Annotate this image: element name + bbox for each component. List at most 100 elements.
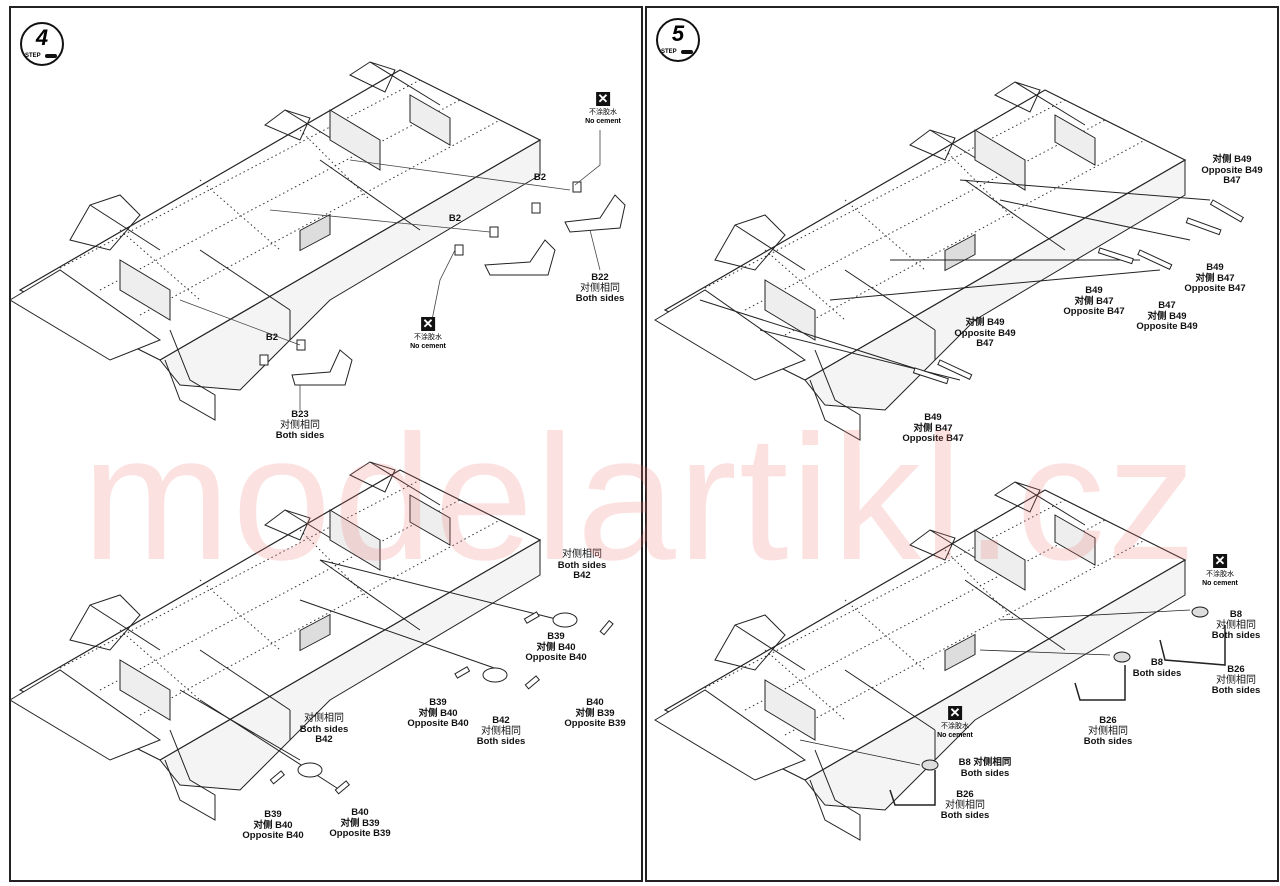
label-text: Opposite B47 xyxy=(902,433,964,444)
label-text: 对侧 B39 xyxy=(340,817,380,829)
label-text: B26 xyxy=(1227,664,1245,675)
part-label-b2: B2 xyxy=(448,213,462,225)
label-text: Opposite B40 xyxy=(407,718,469,729)
label-text: Both sides xyxy=(557,559,607,571)
hand-icon xyxy=(45,54,57,58)
x-box-icon: ✕ xyxy=(595,91,610,106)
label-text: Opposite B47 xyxy=(1184,283,1246,294)
label-text: Opposite B49 xyxy=(954,327,1016,339)
label-text: B49 xyxy=(924,412,942,423)
label-text: B47 xyxy=(1223,175,1241,186)
no-cement-cn: 不涂胶水 xyxy=(588,109,617,116)
label-text: Both sides xyxy=(476,736,526,747)
step-5-badge: 5 STEP xyxy=(656,18,700,62)
label-text: B39 xyxy=(264,809,282,820)
label-text: B42 xyxy=(573,570,591,581)
label-text: Both sides xyxy=(275,430,325,441)
label-text: B26 xyxy=(1099,715,1117,726)
label-text: Both sides xyxy=(575,293,625,304)
x-box-icon: ✕ xyxy=(1212,553,1227,568)
label-text: 对侧相同 xyxy=(481,725,521,737)
label-text: Both sides xyxy=(940,810,990,821)
label-text: B23 xyxy=(291,409,309,420)
label-text: 对侧 B47 xyxy=(1195,272,1235,284)
label-text: Opposite B47 xyxy=(1063,306,1125,317)
chassis-step5-bottom xyxy=(654,481,1186,841)
label-text: Both sides xyxy=(299,723,349,735)
label-text: B2 xyxy=(265,332,279,343)
label-text: B49 xyxy=(1085,285,1103,296)
label-text: Both sides xyxy=(960,767,1010,779)
chassis-step4-bottom xyxy=(9,461,541,821)
label-text: 对侧相同 xyxy=(580,282,620,294)
label-text: 对侧 B40 xyxy=(536,641,576,653)
label-text: 对侧 B40 xyxy=(418,707,458,719)
label-text: 对侧 B49 xyxy=(965,317,1005,328)
label-text: Both sides xyxy=(1211,630,1261,641)
label-text: B2 xyxy=(448,213,462,224)
step-label: STEP xyxy=(25,53,41,59)
chassis-step4-top xyxy=(9,61,541,421)
label-text: B8 xyxy=(1229,609,1243,620)
label-text: B40 xyxy=(586,697,604,708)
label-text: 对侧 B49 xyxy=(1147,310,1187,322)
label-text: B49 xyxy=(1206,262,1224,273)
label-text: 对侧相同 xyxy=(945,799,985,811)
label-text: Opposite B49 xyxy=(1136,321,1198,332)
label-text: 对侧相同 xyxy=(562,549,602,560)
label-text: 对侧相同 xyxy=(304,713,344,724)
step-4-badge: 4 STEP xyxy=(20,22,64,66)
no-cement-cn: 不涂胶水 xyxy=(940,723,969,730)
label-text: 对侧 B49 xyxy=(1212,154,1252,165)
label-text: 对侧 B47 xyxy=(1074,295,1114,307)
chassis-step5-top xyxy=(654,81,1186,441)
no-cement-note: ✕ 不涂胶水 No cement xyxy=(1202,554,1238,588)
label-text: 对侧 B47 xyxy=(913,422,953,434)
label-text: B2 xyxy=(533,172,547,183)
label-text: B26 xyxy=(956,789,974,800)
step-number: 5 xyxy=(671,21,685,46)
label-text: 对侧 B39 xyxy=(575,707,615,719)
label-text: B8 对侧相同 xyxy=(958,757,1012,768)
hand-icon xyxy=(681,50,693,54)
label-text: B22 xyxy=(591,272,609,283)
label-text: B40 xyxy=(351,807,369,818)
no-cement-en: No cement xyxy=(1202,580,1238,587)
label-text: 对侧相同 xyxy=(1216,619,1256,631)
suspension-arms-step4 xyxy=(259,181,626,386)
label-text: B47 xyxy=(1158,300,1176,311)
label-text: B47 xyxy=(976,338,994,349)
label-text: B42 xyxy=(315,734,333,745)
label-text: 对侧相同 xyxy=(1088,725,1128,737)
step-number: 4 xyxy=(35,25,49,50)
label-text: Opposite B40 xyxy=(525,652,587,663)
label-text: Both sides xyxy=(1132,667,1182,679)
part-label-b2: B2 xyxy=(533,172,547,184)
no-cement-cn: 不涂胶水 xyxy=(1205,571,1234,578)
label-text: B39 xyxy=(429,697,447,708)
